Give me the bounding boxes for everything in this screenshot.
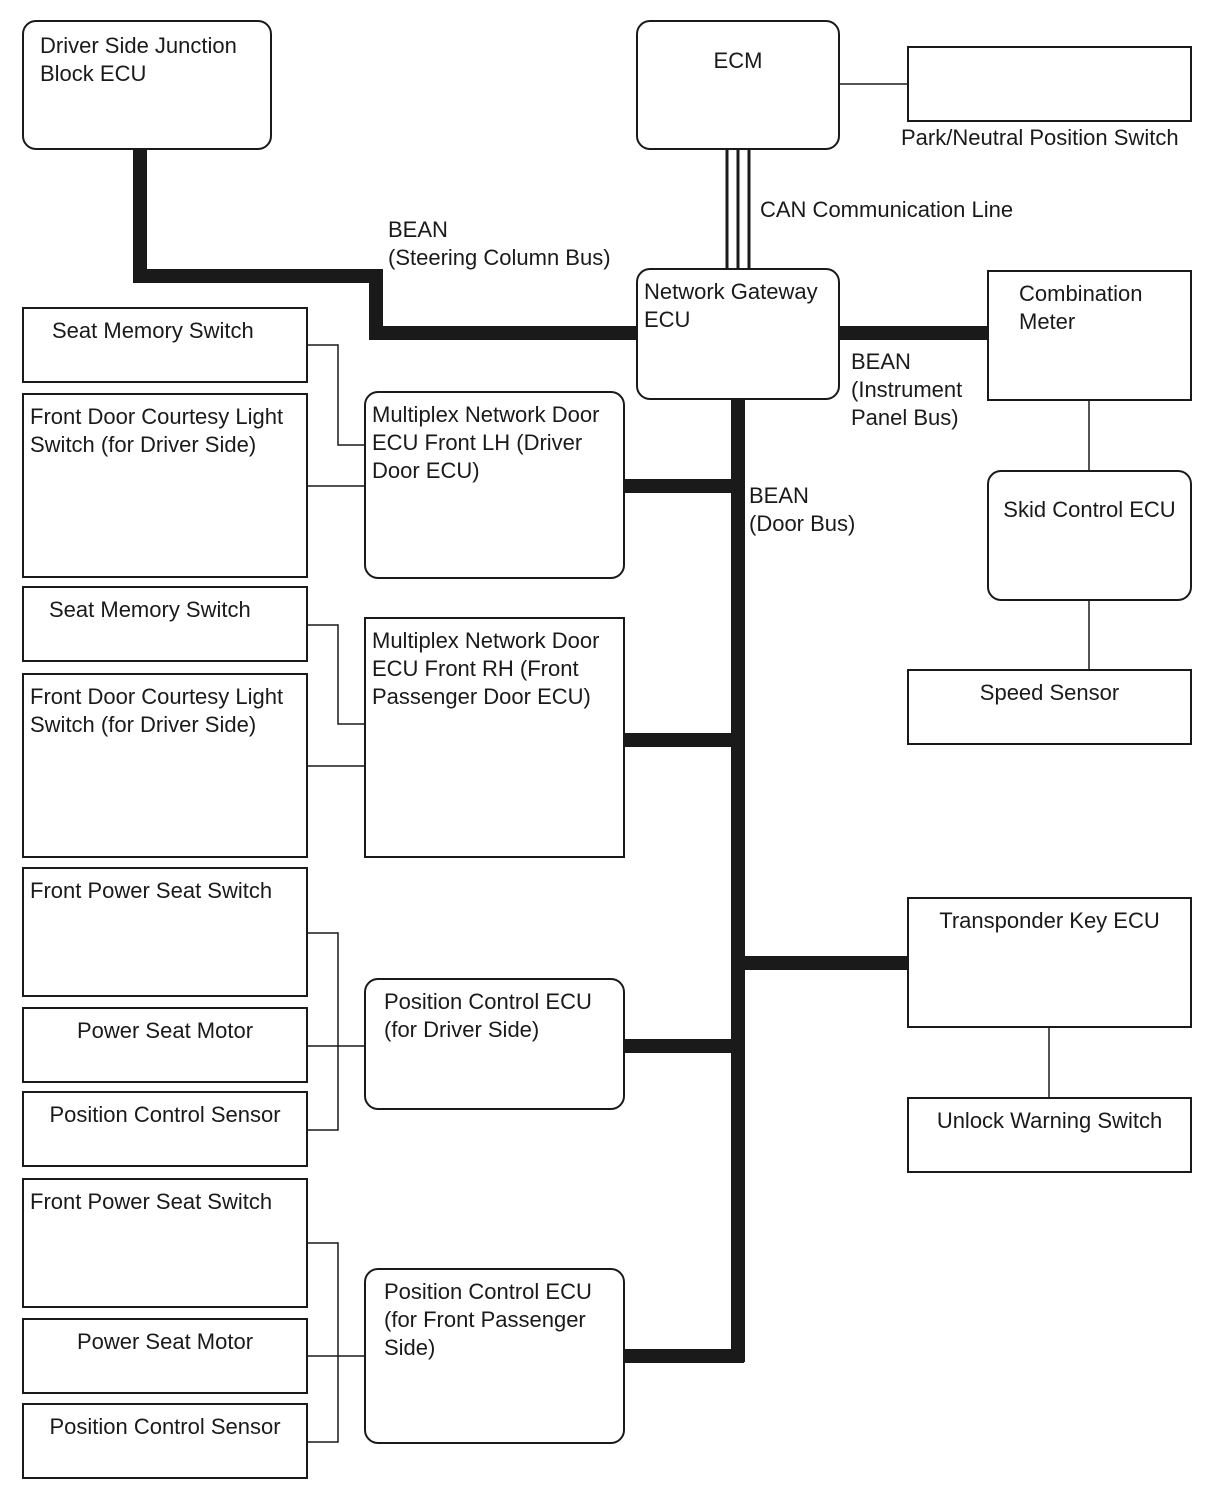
can-line-label: CAN Communication Line [760, 197, 1014, 222]
door-ecu-front-rh: Multiplex Network Door ECU Front RH (Fro… [364, 617, 625, 858]
seat-memory-switch-1: Seat Memory Switch [22, 307, 308, 383]
position-control-ecu-driver: Position Control ECU (for Driver Side) [364, 978, 625, 1110]
front-power-seat-switch-1: Front Power Seat Switch [22, 867, 308, 997]
front-door-courtesy-light-switch-2: Front Door Courtesy Light Switch (for Dr… [22, 673, 308, 858]
seat-memory-2-link [306, 624, 366, 725]
unlock-warning-switch: Unlock Warning Switch [907, 1097, 1192, 1173]
seat-memory-switch-2: Seat Memory Switch [22, 586, 308, 662]
park-neutral-position-switch-box [907, 46, 1192, 122]
transponder-key-ecu: Transponder Key ECU [907, 897, 1192, 1028]
network-gateway-ecu: Network Gateway ECU [636, 268, 840, 400]
ecm-box: ECM [636, 20, 840, 150]
position-driver-bracket [306, 932, 339, 1131]
bean-door-bus-label: BEAN (Door Bus) [749, 483, 856, 536]
front-door-courtesy-light-switch-1: Front Door Courtesy Light Switch (for Dr… [22, 393, 308, 578]
power-seat-motor-2: Power Seat Motor [22, 1318, 308, 1394]
position-control-sensor-1: Position Control Sensor [22, 1091, 308, 1167]
power-seat-motor-1: Power Seat Motor [22, 1007, 308, 1083]
bean-instrument-panel-label: BEAN (Instrument Panel Bus) [851, 349, 963, 430]
position-control-ecu-passenger: Position Control ECU (for Front Passenge… [364, 1268, 625, 1444]
skid-control-ecu: Skid Control ECU [987, 470, 1192, 601]
seat-memory-1-link [306, 344, 366, 446]
combination-meter: Combination Meter [987, 270, 1192, 401]
bean-steering-column-label: BEAN (Steering Column Bus) [388, 217, 611, 270]
position-passenger-bracket [306, 1242, 339, 1443]
speed-sensor: Speed Sensor [907, 669, 1192, 745]
front-power-seat-switch-2: Front Power Seat Switch [22, 1178, 308, 1308]
driver-side-junction-block-ecu: Driver Side Junction Block ECU [22, 20, 272, 150]
position-control-sensor-2: Position Control Sensor [22, 1403, 308, 1479]
park-neutral-position-switch-caption: Park/Neutral Position Switch [901, 125, 1179, 150]
door-ecu-front-lh: Multiplex Network Door ECU Front LH (Dri… [364, 391, 625, 579]
bean-steering-column-bus [133, 148, 638, 340]
